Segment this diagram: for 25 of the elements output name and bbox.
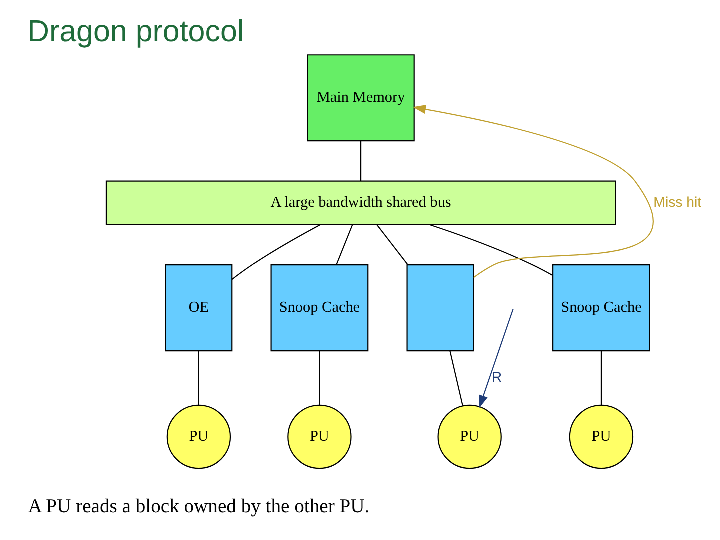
diagram-title: Dragon protocol xyxy=(27,14,244,48)
arrow xyxy=(478,309,514,409)
connector xyxy=(231,224,320,280)
node-circle: PU xyxy=(568,404,634,470)
node-box: OE xyxy=(164,264,232,352)
node-box xyxy=(406,264,474,352)
connector xyxy=(360,141,362,182)
connector xyxy=(600,351,602,406)
node-box: Main Memory xyxy=(306,54,414,142)
connector xyxy=(198,351,199,406)
node-circle: PU xyxy=(437,404,502,470)
connector xyxy=(336,224,353,266)
caption: A PU reads a block owned by the other PU. xyxy=(28,496,370,518)
connector xyxy=(318,351,320,406)
connector xyxy=(449,351,463,406)
connector xyxy=(429,224,553,276)
arrow xyxy=(412,105,653,278)
node-box: A large bandwidth shared bus xyxy=(105,180,616,226)
node-circle: PU xyxy=(287,404,352,470)
node-box: Snoop Cache xyxy=(552,264,650,352)
edge-label: R xyxy=(491,368,502,385)
node-circle: PU xyxy=(166,404,231,470)
edge-label: Miss hit xyxy=(653,194,702,210)
node-box: Snoop Cache xyxy=(270,264,368,352)
connector xyxy=(376,224,408,266)
